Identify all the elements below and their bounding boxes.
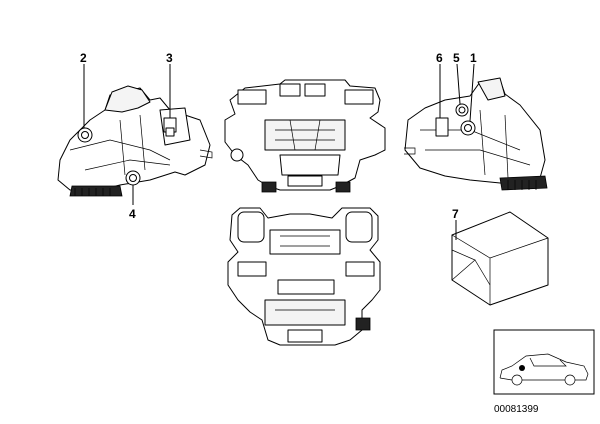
callout-6: 6 <box>436 51 443 65</box>
callout-3: 3 <box>166 51 173 65</box>
car-silhouette-icon <box>499 353 589 381</box>
callout-2: 2 <box>80 51 87 65</box>
callout-4: 4 <box>129 207 136 221</box>
car-inset <box>493 329 595 395</box>
housing-right <box>404 77 548 191</box>
housing-center-top <box>224 79 386 193</box>
callout-7: 7 <box>452 207 459 221</box>
callout-5: 5 <box>453 51 460 65</box>
document-number: 00081399 <box>494 404 539 415</box>
callout-1: 1 <box>470 51 477 65</box>
box-part-7 <box>451 211 549 306</box>
leader-5 <box>456 63 461 105</box>
housing-center-bottom <box>227 207 381 346</box>
leader-1 <box>469 63 475 122</box>
housing-left <box>57 85 213 197</box>
